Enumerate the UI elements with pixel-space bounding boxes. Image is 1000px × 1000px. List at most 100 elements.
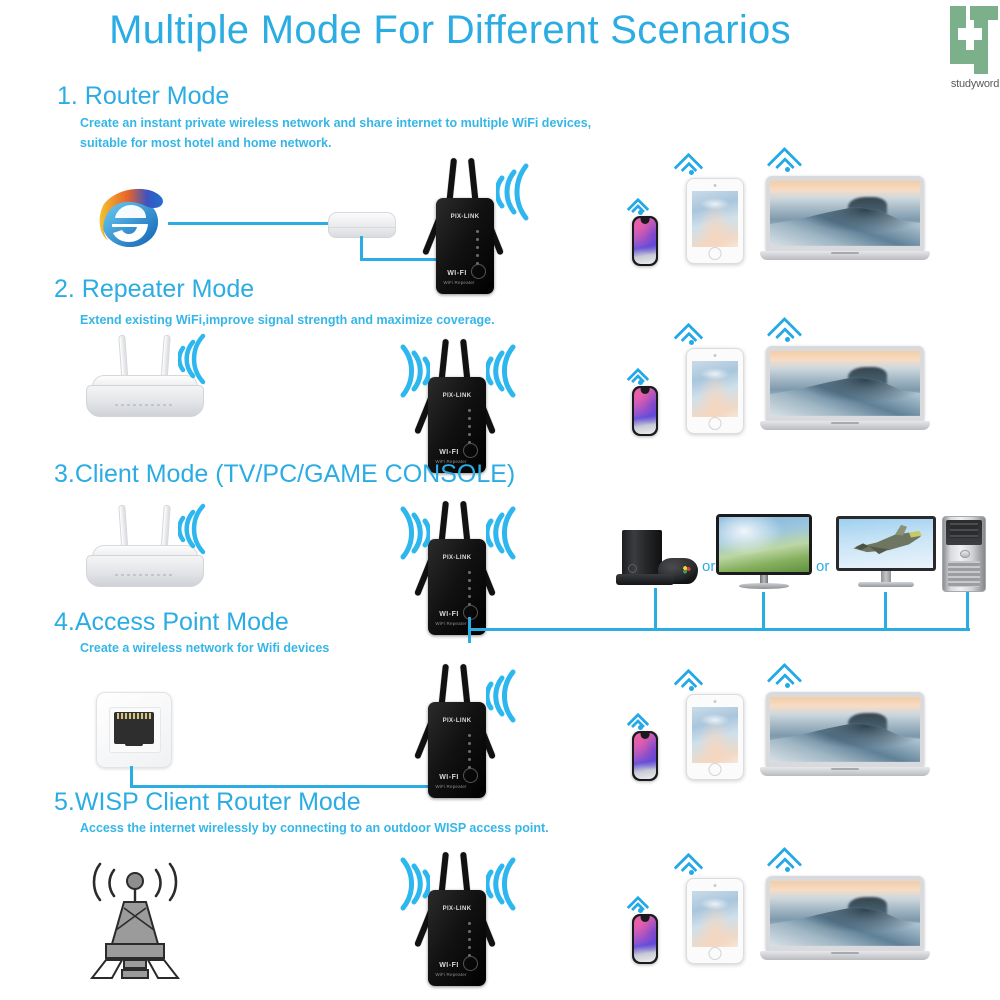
laptop-wallpaper-wave bbox=[770, 906, 920, 946]
laptop-base bbox=[759, 950, 931, 960]
section-desc-access-point-mode: Create a wireless network for Wifi devic… bbox=[80, 641, 330, 655]
section-desc-wisp-mode: Access the internet wirelessly by connec… bbox=[80, 821, 549, 835]
tablet-home-button[interactable] bbox=[708, 947, 722, 960]
connector-to-monitor bbox=[884, 592, 887, 630]
tablet-home-button[interactable] bbox=[708, 247, 722, 260]
repeater-wps-button[interactable] bbox=[463, 768, 478, 783]
or-label-1: or bbox=[702, 558, 716, 575]
home-router-base bbox=[86, 555, 204, 587]
repeater-led-row bbox=[476, 230, 479, 270]
laptop-screen bbox=[770, 697, 920, 762]
wifi-signal-icon-phone-2 bbox=[626, 367, 656, 391]
monitor-stand bbox=[858, 582, 914, 588]
repeater-sub-label: WiFi Repeater bbox=[435, 972, 467, 977]
tv-icon bbox=[716, 514, 812, 592]
or-label-2: or bbox=[816, 558, 830, 575]
tablet-4 bbox=[686, 694, 744, 780]
repeater-sub-label: WiFi Repeater bbox=[435, 621, 467, 626]
wifi-signal-icon-tablet-1 bbox=[673, 152, 712, 183]
repeater-brand-label: PIX-LINK bbox=[442, 906, 472, 912]
repeater-body: PIX-LINK WI-FI WiFi Repeater bbox=[428, 377, 486, 473]
logo-mark-icon bbox=[948, 4, 1000, 76]
repeater-wifi-label: WI-FI bbox=[447, 270, 467, 277]
repeater-wps-button[interactable] bbox=[471, 264, 486, 279]
tablet-home-button[interactable] bbox=[708, 763, 722, 776]
tablet-body bbox=[686, 694, 744, 780]
wifi-signal-icon-laptop-5 bbox=[766, 846, 812, 883]
laptop-1 bbox=[759, 176, 931, 272]
tablet-home-button[interactable] bbox=[708, 417, 722, 430]
wifi-signal-icon-tablet-5 bbox=[673, 852, 712, 883]
tv-stand bbox=[739, 583, 789, 589]
laptop-2 bbox=[759, 346, 931, 442]
pixlink-repeater-2: PIX-LINK WI-FI WiFi Repeater bbox=[400, 333, 520, 483]
repeater-sub-label: WiFi Repeater bbox=[443, 280, 475, 285]
repeater-brand-label: PIX-LINK bbox=[450, 214, 480, 220]
wifi-signal-icon-tablet-2 bbox=[673, 322, 712, 353]
pc-tower-icon bbox=[942, 516, 986, 592]
modem-icon bbox=[328, 212, 396, 238]
home-router-1 bbox=[86, 334, 204, 417]
modem-top bbox=[328, 212, 396, 228]
tablet-body bbox=[686, 878, 744, 964]
ethernet-wall-jack-icon bbox=[96, 692, 172, 768]
repeater-wifi-label: WI-FI bbox=[439, 774, 459, 781]
smartphone-notch bbox=[640, 733, 650, 739]
pixlink-repeater-5: PIX-LINK WI-FI WiFi Repeater bbox=[400, 846, 520, 996]
repeater-led-row bbox=[468, 922, 471, 962]
section-desc-router-mode-line1: Create an instant private wireless netwo… bbox=[80, 116, 592, 130]
laptop-base bbox=[759, 250, 931, 260]
connector-modem-to-repeater bbox=[360, 258, 442, 261]
wifi-signal-icon-laptop-1 bbox=[766, 146, 812, 183]
tv-screen bbox=[719, 517, 809, 572]
monitor-icon bbox=[836, 516, 936, 592]
home-router-base bbox=[86, 385, 204, 417]
section-heading-wisp-mode: 5.WISP Client Router Mode bbox=[54, 788, 361, 816]
repeater-signal-arcs-right bbox=[486, 506, 516, 560]
laptop-lid bbox=[766, 692, 924, 767]
section-heading-router-mode: 1. Router Mode bbox=[57, 82, 230, 110]
connector-to-pc bbox=[966, 592, 969, 630]
wifi-signal-icon-phone-1 bbox=[626, 197, 656, 221]
internet-explorer-icon bbox=[96, 188, 168, 254]
tablet-1 bbox=[686, 178, 744, 264]
laptop-lid bbox=[766, 176, 924, 251]
section-heading-repeater-mode: 2. Repeater Mode bbox=[54, 275, 255, 303]
repeater-signal-arcs-right bbox=[486, 857, 516, 911]
studyword-logo: studyword bbox=[948, 4, 1000, 100]
repeater-signal-arcs-left bbox=[400, 344, 430, 398]
game-console-icon bbox=[616, 530, 702, 588]
laptop-lid bbox=[766, 346, 924, 421]
tablet-screen bbox=[692, 891, 738, 947]
smartphone-4 bbox=[632, 731, 658, 781]
repeater-brand-label: PIX-LINK bbox=[442, 393, 472, 399]
wall-plate bbox=[96, 692, 172, 768]
repeater-signal-arcs-right bbox=[486, 669, 516, 723]
laptop-screen bbox=[770, 881, 920, 946]
connector-ie-to-modem bbox=[168, 222, 330, 225]
tv-panel bbox=[716, 514, 812, 575]
section-heading-access-point-mode: 4.Access Point Mode bbox=[54, 608, 289, 636]
tablet-camera bbox=[713, 184, 717, 187]
repeater-wps-button[interactable] bbox=[463, 443, 478, 458]
pixlink-repeater-3: PIX-LINK WI-FI WiFi Repeater bbox=[400, 495, 520, 645]
section-heading-client-mode: 3.Client Mode (TV/PC/GAME CONSOLE) bbox=[54, 460, 516, 488]
tablet-screen bbox=[692, 707, 738, 763]
jet-fighter-wallpaper bbox=[853, 524, 922, 555]
repeater-body: PIX-LINK WI-FI WiFi Repeater bbox=[428, 890, 486, 986]
wifi-signal-icon-phone-5 bbox=[626, 895, 656, 919]
connector-ethjack-down bbox=[130, 766, 133, 788]
laptop-screen bbox=[770, 351, 920, 416]
tablet-screen bbox=[692, 361, 738, 417]
logo-brand-text: studyword bbox=[950, 78, 1000, 90]
smartphone-screen bbox=[634, 388, 656, 434]
logo-lt-glyph bbox=[950, 6, 998, 74]
repeater-signal-arcs-left bbox=[400, 857, 430, 911]
tablet-2 bbox=[686, 348, 744, 434]
repeater-wps-button[interactable] bbox=[463, 956, 478, 971]
pc-power-button[interactable] bbox=[959, 549, 971, 559]
page-title: Multiple Mode For Different Scenarios bbox=[109, 8, 791, 52]
connector-to-tv bbox=[762, 592, 765, 630]
connector-client-bus bbox=[468, 628, 970, 631]
